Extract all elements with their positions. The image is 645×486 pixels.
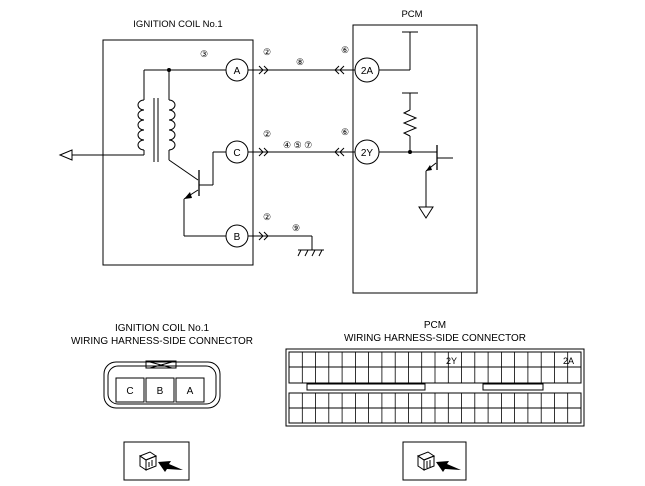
coil-connector: C B A	[103, 360, 221, 409]
ignition-coil-box	[102, 39, 254, 266]
pcm-connector: 2Y 2A	[285, 348, 585, 427]
svg-text:2Y: 2Y	[361, 148, 374, 159]
callout-b-coil-side: ②	[263, 212, 271, 222]
pcm-connector-title-line2: WIRING HARNESS-SIDE CONNECTOR	[344, 333, 526, 344]
wire-c-2y	[248, 147, 355, 157]
coil-connector-pin-a: A	[187, 386, 194, 397]
svg-text:B: B	[234, 232, 241, 243]
callout-a-wire: ⑧	[296, 57, 304, 67]
pcm-circuit	[379, 31, 453, 219]
coil-terminal-b: B	[225, 224, 249, 248]
coil-terminal-a: A	[225, 58, 249, 82]
pcm-connector-label-2y: 2Y	[446, 356, 457, 366]
pcm-connector-label-2a: 2A	[563, 356, 574, 366]
callout-c-wire: ④ ⑤ ⑦	[283, 140, 312, 150]
pcm-connector-title-line1: PCM	[424, 320, 446, 331]
coil-connector-title-line1: IGNITION COIL No.1	[115, 323, 210, 334]
pcm-connector-view-icon	[402, 441, 467, 481]
callout-a-pcm-side: ⑥	[341, 45, 349, 55]
coil-connector-title-line2: WIRING HARNESS-SIDE CONNECTOR	[71, 336, 253, 347]
pcm-title: PCM	[401, 9, 422, 20]
wire-b-ground	[248, 231, 324, 257]
coil-connector-pin-b: B	[157, 386, 164, 397]
callout-c-coil-side: ②	[263, 129, 271, 139]
svg-text:A: A	[234, 66, 241, 77]
pcm-box	[352, 24, 478, 294]
ignition-coil-circuit	[58, 68, 226, 237]
svg-text:C: C	[233, 148, 240, 159]
callout-coil-internal: ③	[200, 49, 208, 59]
callout-b-wire: ⑨	[292, 223, 300, 233]
coil-terminal-c: C	[225, 140, 249, 164]
callout-a-coil-side: ②	[263, 47, 271, 57]
coil-connector-view-icon	[123, 441, 190, 481]
coil-connector-pin-c: C	[126, 386, 133, 397]
pcm-terminal-2a: 2A	[354, 57, 380, 83]
wire-a-2a	[248, 65, 355, 75]
pcm-terminal-2y: 2Y	[354, 139, 380, 165]
callout-c-pcm-side: ⑥	[341, 127, 349, 137]
svg-text:2A: 2A	[361, 66, 374, 77]
ignition-coil-title: IGNITION COIL No.1	[133, 19, 222, 30]
